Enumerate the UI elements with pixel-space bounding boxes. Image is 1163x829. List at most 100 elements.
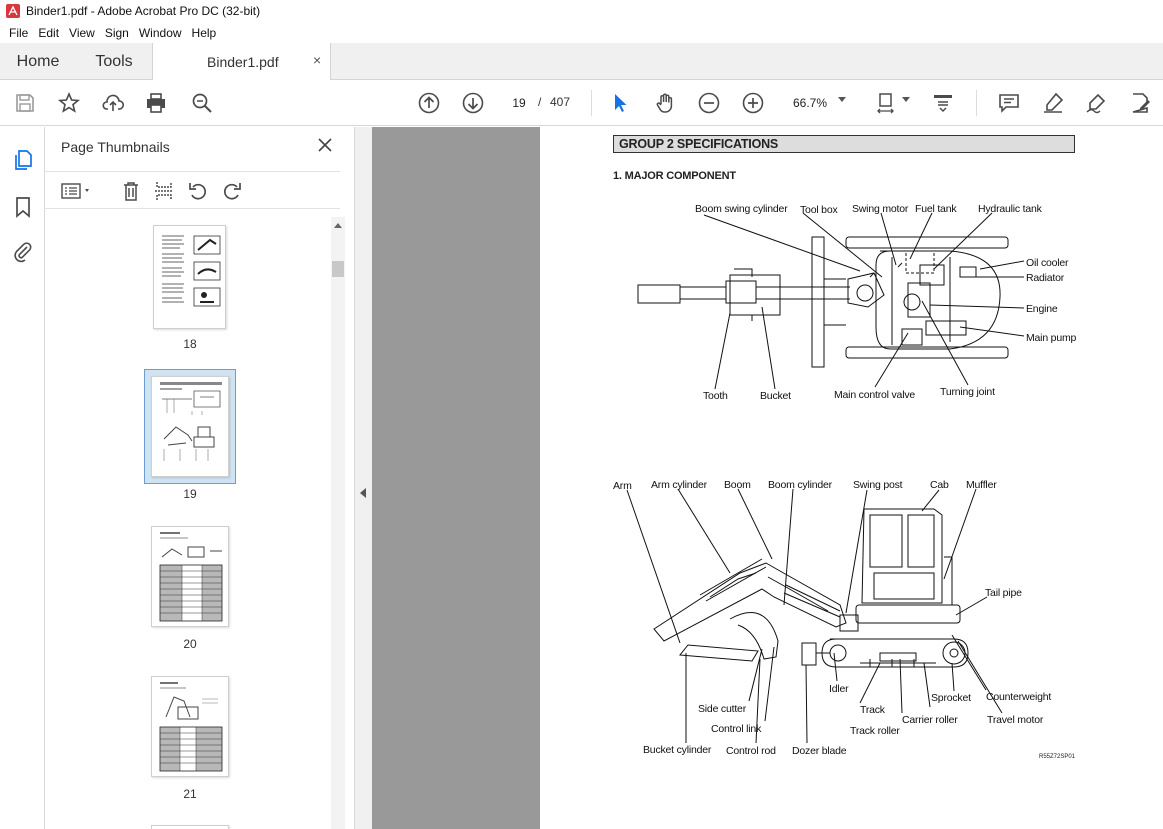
label-hydraulic-tank: Hydraulic tank	[978, 203, 1042, 215]
zoom-in-icon[interactable]	[741, 91, 765, 115]
label-boom: Boom	[724, 479, 751, 491]
label-dozer-blade: Dozer blade	[792, 745, 847, 757]
close-icon[interactable]	[317, 137, 333, 153]
scrollbar-thumb[interactable]	[332, 261, 344, 277]
scroll-mode-icon[interactable]	[931, 91, 955, 115]
thumbnail-page-label: 20	[183, 637, 197, 651]
label-turning-joint: Turning joint	[940, 386, 995, 398]
scroll-up-icon[interactable]	[334, 223, 342, 228]
section-heading: 1. MAJOR COMPONENT	[613, 170, 736, 182]
thumbnail-page-label: 21	[183, 787, 197, 801]
label-muffler: Muffler	[966, 479, 997, 491]
menu-view[interactable]: View	[69, 25, 95, 40]
menu-file[interactable]: File	[9, 25, 29, 40]
document-viewer[interactable]: GROUP 2 SPECIFICATIONS 1. MAJOR COMPONEN…	[372, 127, 1163, 829]
toolbar-divider	[591, 90, 592, 116]
thumbnail-page-current[interactable]	[151, 376, 229, 477]
label-tail-pipe: Tail pipe	[985, 587, 1022, 599]
zoom-out-icon[interactable]	[697, 91, 721, 115]
thumbnail-preview	[160, 382, 222, 461]
tab-close-icon[interactable]: ×	[313, 52, 322, 68]
label-radiator: Radiator	[1026, 272, 1065, 284]
comment-icon[interactable]	[997, 91, 1021, 115]
thumbnail-list: 18 19 20	[45, 217, 330, 829]
page-fit-icon[interactable]	[875, 91, 899, 115]
chevron-down-icon[interactable]	[902, 97, 910, 102]
thumbnail-page-label: 18	[183, 337, 197, 351]
thumbnail-preview	[159, 682, 223, 772]
select-cursor-icon[interactable]	[608, 91, 632, 115]
group-heading: GROUP 2 SPECIFICATIONS	[613, 135, 1075, 153]
extract-pages-icon[interactable]	[153, 180, 175, 202]
thumbnail-page[interactable]	[151, 526, 229, 627]
next-page-icon[interactable]	[461, 91, 485, 115]
menu-bar: File Edit View Sign Window Help	[0, 22, 1163, 43]
label-fuel-tank: Fuel tank	[915, 203, 957, 215]
thumbnail-scrollbar[interactable]	[331, 217, 345, 829]
label-counterweight: Counterweight	[986, 691, 1052, 703]
tab-document[interactable]: Binder1.pdf ×	[152, 43, 331, 81]
label-main-pump: Main pump	[1026, 332, 1077, 344]
menu-window[interactable]: Window	[138, 25, 182, 40]
menu-sign[interactable]: Sign	[104, 25, 129, 40]
thumbnail-toolbar	[45, 171, 340, 209]
tab-bar: Home Tools Binder1.pdf ×	[0, 43, 1163, 81]
sign-pen-icon[interactable]	[1084, 91, 1108, 115]
upload-cloud-icon[interactable]	[101, 91, 125, 115]
label-travel-motor: Travel motor	[987, 714, 1044, 726]
rotate-clockwise-icon[interactable]	[221, 180, 243, 202]
label-arm: Arm	[613, 480, 632, 492]
label-tooth: Tooth	[703, 390, 728, 402]
page-total: 407	[550, 95, 571, 109]
label-bucket: Bucket	[760, 390, 791, 402]
tab-tools[interactable]: Tools	[95, 52, 133, 70]
tab-home[interactable]: Home	[16, 52, 60, 70]
panel-splitter[interactable]	[354, 127, 372, 829]
label-boom-swing-cylinder: Boom swing cylinder	[695, 203, 788, 215]
zoom-level-select[interactable]: 66.7%	[793, 96, 828, 110]
bookmark-icon[interactable]	[11, 195, 35, 219]
title-bar: Binder1.pdf - Adobe Acrobat Pro DC (32-b…	[0, 0, 1163, 22]
star-icon[interactable]	[57, 91, 81, 115]
label-oil-cooler: Oil cooler	[1026, 257, 1069, 269]
page-thumbnails-panel: Page Thumbnails	[45, 127, 354, 829]
print-icon[interactable]	[144, 91, 168, 115]
label-sprocket: Sprocket	[931, 692, 971, 704]
highlight-pen-icon[interactable]	[1041, 91, 1065, 115]
window-title: Binder1.pdf - Adobe Acrobat Pro DC (32-b…	[26, 4, 261, 18]
label-control-link: Control link	[711, 723, 762, 735]
label-idler: Idler	[829, 683, 849, 695]
label-track: Track	[860, 704, 885, 716]
label-control-rod: Control rod	[726, 745, 776, 757]
thumbnail-preview	[162, 235, 221, 307]
pdf-page: GROUP 2 SPECIFICATIONS 1. MAJOR COMPONEN…	[540, 127, 1163, 829]
thumbnail-page[interactable]	[153, 225, 226, 329]
label-swing-motor: Swing motor	[852, 203, 909, 215]
page-thumbnails-icon[interactable]	[11, 148, 35, 172]
page-number-input[interactable]: 19	[504, 90, 534, 114]
save-icon[interactable]	[13, 91, 37, 115]
thumbnail-options-icon[interactable]	[60, 180, 94, 202]
hand-tool-icon[interactable]	[653, 91, 677, 115]
menu-edit[interactable]: Edit	[38, 25, 60, 40]
label-cab: Cab	[930, 479, 949, 491]
thumbnail-page[interactable]	[151, 825, 229, 829]
excavator-diagram	[626, 212, 1025, 744]
left-rail	[0, 127, 45, 829]
panel-title: Page Thumbnails	[61, 139, 170, 155]
figure-code: R55Z72SP01	[1039, 754, 1076, 760]
chevron-down-icon[interactable]	[838, 97, 846, 102]
label-bucket-cylinder: Bucket cylinder	[643, 744, 712, 756]
label-boom-cylinder: Boom cylinder	[768, 479, 832, 491]
attachment-icon[interactable]	[11, 240, 35, 264]
zoom-search-icon[interactable]	[190, 91, 214, 115]
edit-document-icon[interactable]	[1128, 91, 1152, 115]
previous-page-icon[interactable]	[417, 91, 441, 115]
main-toolbar: 19 / 407 66.7%	[0, 80, 1163, 126]
menu-help[interactable]: Help	[191, 25, 217, 40]
thumbnail-page[interactable]	[151, 676, 229, 777]
rotate-counterclockwise-icon[interactable]	[187, 180, 209, 202]
label-carrier-roller: Carrier roller	[902, 714, 958, 726]
delete-trash-icon[interactable]	[120, 180, 142, 202]
collapse-panel-icon[interactable]	[360, 488, 366, 498]
